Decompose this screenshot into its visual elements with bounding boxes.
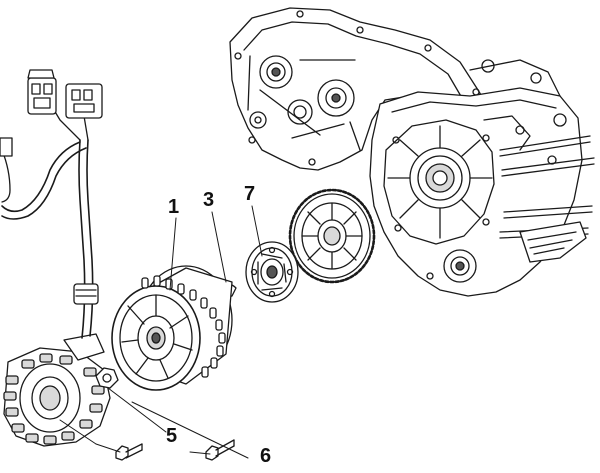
stator-screws <box>116 440 234 460</box>
leader-lines <box>60 206 262 458</box>
callout-screw: 6 <box>260 445 272 467</box>
callout-flywheel: 1 <box>168 196 180 218</box>
callout-key: 3 <box>203 189 215 211</box>
starter-gear <box>290 190 374 282</box>
callout-nut: 5 <box>166 425 178 447</box>
flywheel-nut <box>96 368 118 388</box>
stator-assembly <box>0 70 110 446</box>
callout-freewheel: 7 <box>244 183 256 205</box>
flywheel-rotor <box>112 266 232 390</box>
freewheel-clutch <box>246 242 298 302</box>
crankcase-housing <box>230 8 594 296</box>
